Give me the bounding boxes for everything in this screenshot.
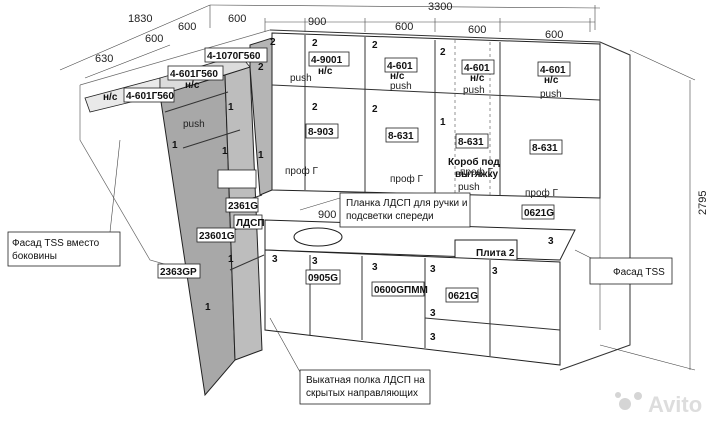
label-0600gpmm: 0600GПММ bbox=[374, 285, 428, 296]
prof-label: проф Г bbox=[390, 173, 424, 185]
dim-900-worktop: 900 bbox=[318, 209, 336, 221]
dim-600-b: 600 bbox=[178, 21, 196, 33]
label-4-1070g560: 4-1070Г560 bbox=[207, 51, 261, 62]
callout-drawer-line2: скрытых направляющих bbox=[306, 388, 418, 399]
label-0905g: 0905G bbox=[308, 273, 338, 284]
push-label: push bbox=[458, 182, 480, 193]
label-ns-b: н/с bbox=[103, 92, 118, 103]
hinge-number: 1 bbox=[222, 146, 228, 157]
label-0621g-b: 0621G bbox=[524, 208, 554, 219]
avito-watermark: Avito bbox=[615, 392, 702, 417]
push-label: push bbox=[540, 89, 562, 100]
hinge-number: 3 bbox=[430, 332, 436, 343]
dim-1830: 1830 bbox=[128, 13, 152, 25]
label-4-601-a: 4-601 bbox=[387, 61, 413, 72]
push-labels: push push push push push push bbox=[183, 73, 562, 193]
dim-900: 900 bbox=[308, 16, 326, 28]
hinge-number: 3 bbox=[492, 266, 498, 277]
hinge-number: 2 bbox=[312, 102, 318, 113]
hinge-number: 3 bbox=[312, 256, 318, 267]
label-8-631-c: 8-631 bbox=[532, 143, 558, 154]
hinge-number: 3 bbox=[372, 262, 378, 273]
callout-facade-tss: Фасад TSS bbox=[613, 267, 665, 278]
hood-box-line1: Короб под bbox=[448, 156, 500, 168]
watermark-text: Avito bbox=[648, 392, 702, 417]
hinge-number: 2 bbox=[372, 40, 378, 51]
push-label: push bbox=[463, 85, 485, 96]
push-label: push bbox=[290, 73, 312, 84]
label-8-631-a: 8-631 bbox=[388, 131, 414, 142]
hinge-number: 2 bbox=[372, 104, 378, 115]
label-ns-c: н/с bbox=[318, 66, 333, 77]
label-ns-e: н/с bbox=[470, 73, 485, 84]
callout-drawer-line1: Выкатная полка ЛДСП на bbox=[306, 375, 425, 386]
label-8-631-b: 8-631 bbox=[458, 137, 484, 148]
hinge-number: 1 bbox=[205, 302, 211, 313]
dim-600-f: 600 bbox=[545, 29, 563, 41]
hinge-number: 2 bbox=[312, 38, 318, 49]
label-4-601-c: 4-601 bbox=[540, 65, 566, 76]
hinge-numbers: 2 2 2 2 2 2 2 1 1 1 1 1 1 1 3 3 3 3 3 3 … bbox=[172, 37, 554, 343]
label-ns-f: н/с bbox=[544, 75, 559, 86]
hinge-number: 1 bbox=[440, 117, 446, 128]
push-label: push bbox=[390, 81, 412, 92]
prof-labels: проф Г проф Г проф Г проф Г bbox=[285, 165, 559, 199]
callout-facade-side-line1: Фасад TSS вместо bbox=[12, 238, 100, 249]
dim-600-d: 600 bbox=[395, 21, 413, 33]
hinge-number: 3 bbox=[430, 264, 436, 275]
callouts: Фасад TSS вместо боковины Планка ЛДСП дл… bbox=[7, 139, 673, 405]
top-dimension-lines bbox=[59, 4, 696, 371]
hinge-number: 1 bbox=[258, 150, 264, 161]
hood-box-line2: вытяжку bbox=[455, 169, 499, 180]
label-0621g-a: 0621G bbox=[448, 291, 478, 302]
label-23601g: 23601G bbox=[199, 231, 235, 242]
label-2363gp: 2363GP bbox=[160, 267, 197, 278]
dim-630: 630 bbox=[95, 53, 113, 65]
callout-facade-side-line2: боковины bbox=[12, 250, 57, 262]
label-4-9001: 4-9001 bbox=[311, 55, 343, 66]
dim-600-c: 600 bbox=[228, 13, 246, 25]
label-ns-d: н/с bbox=[390, 71, 405, 82]
callout-strip-line2: подсветки спереди bbox=[346, 211, 434, 222]
hinge-number: 3 bbox=[430, 308, 436, 319]
label-4-601g560-b: 4-601Г560 bbox=[126, 91, 174, 102]
hinge-number: 2 bbox=[440, 47, 446, 58]
label-ldsp: ЛДСП bbox=[236, 218, 265, 229]
callout-strip-line1: Планка ЛДСП для ручки и bbox=[346, 198, 467, 209]
prof-label: проф Г bbox=[525, 187, 559, 199]
hinge-number: 2 bbox=[270, 37, 276, 48]
label-plate: Плита 2 bbox=[476, 248, 515, 259]
upper-side-panel bbox=[249, 37, 273, 196]
hinge-number: 1 bbox=[228, 254, 234, 265]
prof-label: проф Г bbox=[460, 166, 494, 178]
label-2361g: 2361G bbox=[228, 201, 258, 212]
label-8-903: 8-903 bbox=[308, 127, 334, 138]
hinge-number: 1 bbox=[172, 140, 178, 151]
dim-600-e: 600 bbox=[468, 24, 486, 36]
label-hood-box: Короб под вытяжку bbox=[448, 156, 503, 180]
push-label: push bbox=[183, 119, 205, 130]
label-4-601g560-a: 4-601Г560 bbox=[170, 69, 218, 80]
hinge-number: 1 bbox=[228, 102, 234, 113]
dim-2795: 2795 bbox=[697, 191, 709, 215]
label-4-601-b: 4-601 bbox=[464, 63, 490, 74]
dim-600-a: 600 bbox=[145, 33, 163, 45]
prof-label: проф Г bbox=[285, 165, 319, 177]
dim-3300: 3300 bbox=[428, 1, 452, 13]
hinge-number: 3 bbox=[548, 236, 554, 247]
hinge-number: 2 bbox=[258, 62, 264, 73]
hinge-number: 3 bbox=[272, 254, 278, 265]
label-ns-a: н/с bbox=[185, 80, 200, 91]
part-labels: 4-1070Г560 4-601Г560 н/с 4-601Г560 н/с 4… bbox=[103, 47, 571, 303]
